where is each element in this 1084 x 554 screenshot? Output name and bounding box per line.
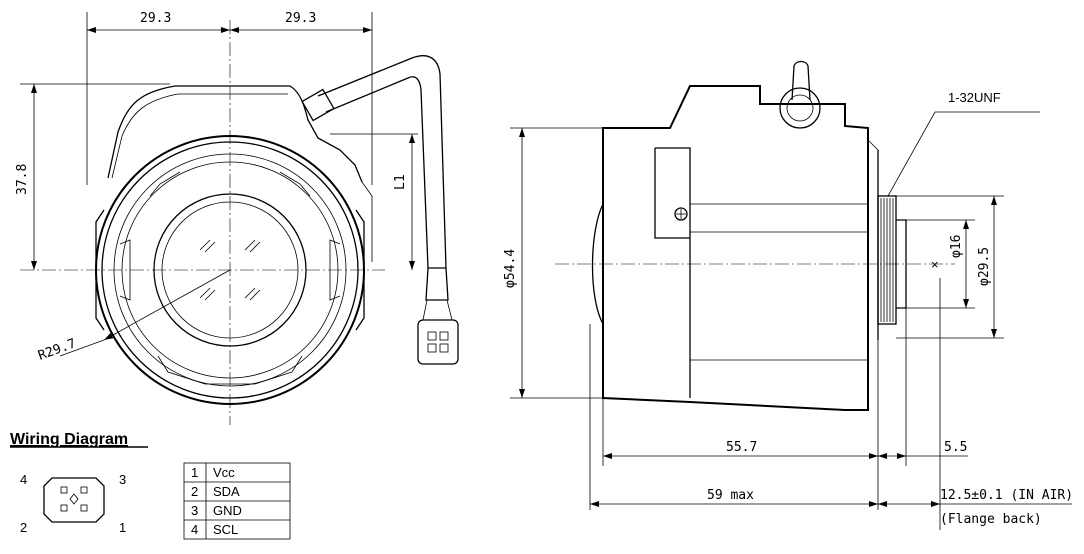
- lens-glass: [161, 201, 299, 339]
- pin-table-signal: GND: [213, 503, 242, 518]
- pin-label-2: 2: [20, 520, 27, 535]
- cable-strain-relief: [301, 88, 335, 122]
- ring-tab-tl: [149, 171, 181, 197]
- dim-flange: 5.5: [944, 440, 967, 455]
- zoom-ring: [121, 161, 339, 379]
- dim-body-length: 55.7: [726, 440, 757, 455]
- dim-mount-diameter: φ29.5: [977, 247, 992, 286]
- side-body-outline: [602, 85, 869, 411]
- housing-left-side: [95, 209, 105, 331]
- housing-right-edge: [361, 181, 373, 262]
- pin-table-pin: 2: [191, 484, 198, 499]
- thread-leader: [887, 111, 1040, 197]
- housing-top-outline: [107, 85, 363, 183]
- set-screw: [674, 207, 688, 221]
- pin-table-signal: SDA: [213, 484, 240, 499]
- dim-height: 37.8: [15, 164, 30, 195]
- housing-top-inner: [111, 93, 288, 179]
- pin-label-4: 4: [20, 472, 27, 487]
- pin-label-1: 1: [119, 520, 126, 535]
- radius-leader-tail: [59, 339, 105, 357]
- wiring-title: Wiring Diagram: [10, 431, 128, 448]
- dim-max-length: 59 max: [707, 488, 754, 503]
- pin-table-pin: 4: [191, 522, 198, 537]
- connector-face: [43, 477, 105, 523]
- ring-tab-bottom: [157, 355, 303, 385]
- side-view: × 1-32UNF: [503, 60, 1073, 530]
- cable-connector: [417, 319, 459, 365]
- glass-hatch: [199, 239, 261, 301]
- focus-ring-side: [655, 147, 691, 398]
- pin-table-signal: Vcc: [213, 465, 235, 480]
- radius-label: R29.7: [36, 336, 78, 363]
- dim-half-width-left: 29.3: [140, 11, 171, 26]
- lens-barrel: [153, 193, 307, 347]
- front-dome: [591, 203, 604, 325]
- centerline-cross: ×: [931, 257, 939, 272]
- connector-key: [69, 493, 79, 505]
- knob-base: [779, 87, 821, 129]
- wiring-diagram: Wiring Diagram 4 3 2 1 1 Vcc 2 SDA 3 GND…: [10, 431, 291, 540]
- dim-cable-length: L1: [393, 174, 408, 190]
- flange-back-note: (Flange back): [940, 512, 1042, 527]
- front-view: R29.7 29.3 29.3 37.8 L1: [15, 11, 459, 425]
- pin-table-pin: 1: [191, 465, 198, 480]
- ring-tab-left: [119, 239, 131, 301]
- ring-tab-right: [329, 239, 341, 301]
- outer-ring-inner: [101, 141, 359, 399]
- dim-inner-diameter: φ16: [949, 235, 964, 258]
- focus-ring: [113, 153, 347, 387]
- pin-table-signal: SCL: [213, 522, 238, 537]
- ring-tab-tr: [279, 171, 311, 197]
- knob-stem: [791, 60, 811, 101]
- focus-ring-lip: [654, 148, 690, 239]
- cable-boot: [425, 267, 449, 301]
- dim-outer-diameter: φ54.4: [503, 249, 518, 288]
- pin-table: 1 Vcc 2 SDA 3 GND 4 SCL: [183, 462, 291, 540]
- dim-flange-back: 12.5±0.1 (IN AIR): [940, 488, 1073, 503]
- dim-half-width-right: 29.3: [285, 11, 316, 26]
- housing-right-side: [355, 209, 365, 331]
- pin-label-3: 3: [119, 472, 126, 487]
- c-mount-thread: [877, 195, 907, 325]
- cable: [301, 55, 459, 365]
- pin-table-pin: 3: [191, 503, 198, 518]
- radius-leader: [103, 269, 231, 341]
- thread-label: 1-32UNF: [948, 90, 1001, 105]
